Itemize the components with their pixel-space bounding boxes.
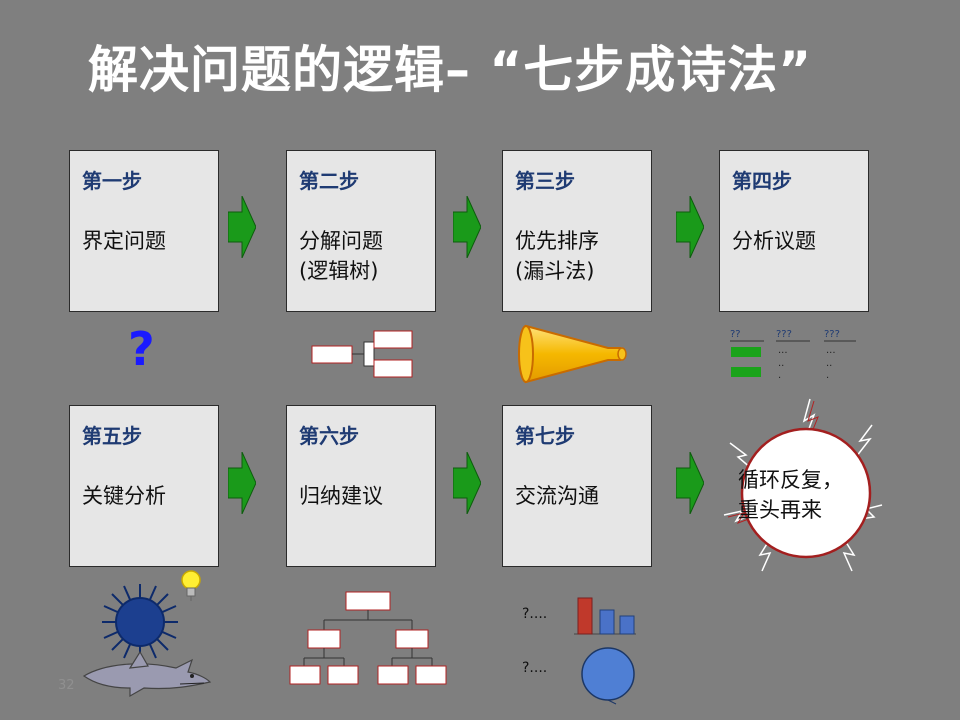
arrow-right-icon (676, 452, 704, 514)
step-1-box: 第一步 界定问题 (69, 150, 219, 312)
shark-icon (80, 650, 212, 698)
step-5-box: 第五步 关键分析 (69, 405, 219, 567)
issue-label: ??? (776, 329, 792, 340)
question-mark-icon: ? (128, 322, 155, 376)
arrow-right-icon (676, 196, 704, 258)
step-4-head: 第四步 (732, 165, 856, 194)
funnel-icon (516, 322, 632, 386)
logic-tree-icon (310, 328, 416, 380)
question-dots-label: ?.... (522, 660, 547, 676)
step-4-body: 分析议题 (732, 226, 856, 256)
step-6-box: 第六步 归纳建议 (286, 405, 436, 567)
svg-text:...: ... (778, 345, 788, 356)
step-5-head: 第五步 (82, 420, 206, 449)
question-dots-label: ?.... (522, 606, 547, 622)
arrow-right-icon (453, 452, 481, 514)
issue-label: ??? (824, 329, 840, 340)
step-2-head: 第二步 (299, 165, 423, 194)
cycle-text: 循环反复， 重头再来 (738, 465, 858, 525)
step-3-box: 第三步 优先排序 (漏斗法) (502, 150, 652, 312)
svg-text:..: .. (826, 358, 832, 369)
step-1-head: 第一步 (82, 165, 206, 194)
recommendation-tree-icon (288, 590, 448, 686)
step-5-body: 关键分析 (82, 481, 206, 511)
pie-chart-icon (578, 646, 638, 706)
step-3-body: 优先排序 (漏斗法) (515, 226, 639, 286)
step-2-box: 第二步 分解问题 (逻辑树) (286, 150, 436, 312)
step-4-box: 第四步 分析议题 (719, 150, 869, 312)
svg-text:...: ... (826, 345, 836, 356)
step-7-head: 第七步 (515, 420, 639, 449)
step-3-head: 第三步 (515, 165, 639, 194)
issue-list-icon: ?? ??? ... .. . ??? ... .. . (728, 327, 860, 383)
step-1-body: 界定问题 (82, 226, 206, 256)
bar-chart-icon (574, 592, 638, 636)
svg-text:..: .. (778, 358, 784, 369)
step-7-body: 交流沟通 (515, 481, 639, 511)
arrow-right-icon (453, 196, 481, 258)
light-bulb-icon (178, 568, 204, 602)
page-title: 解决问题的逻辑– “七步成诗法” (88, 30, 812, 102)
step-6-head: 第六步 (299, 420, 423, 449)
svg-text:.: . (826, 370, 829, 381)
arrow-right-icon (228, 452, 256, 514)
step-7-box: 第七步 交流沟通 (502, 405, 652, 567)
issue-label: ?? (730, 329, 741, 340)
step-6-body: 归纳建议 (299, 481, 423, 511)
svg-text:.: . (778, 370, 781, 381)
step-2-body: 分解问题 (逻辑树) (299, 226, 423, 286)
arrow-right-icon (228, 196, 256, 258)
page-number: 32 (58, 678, 75, 693)
